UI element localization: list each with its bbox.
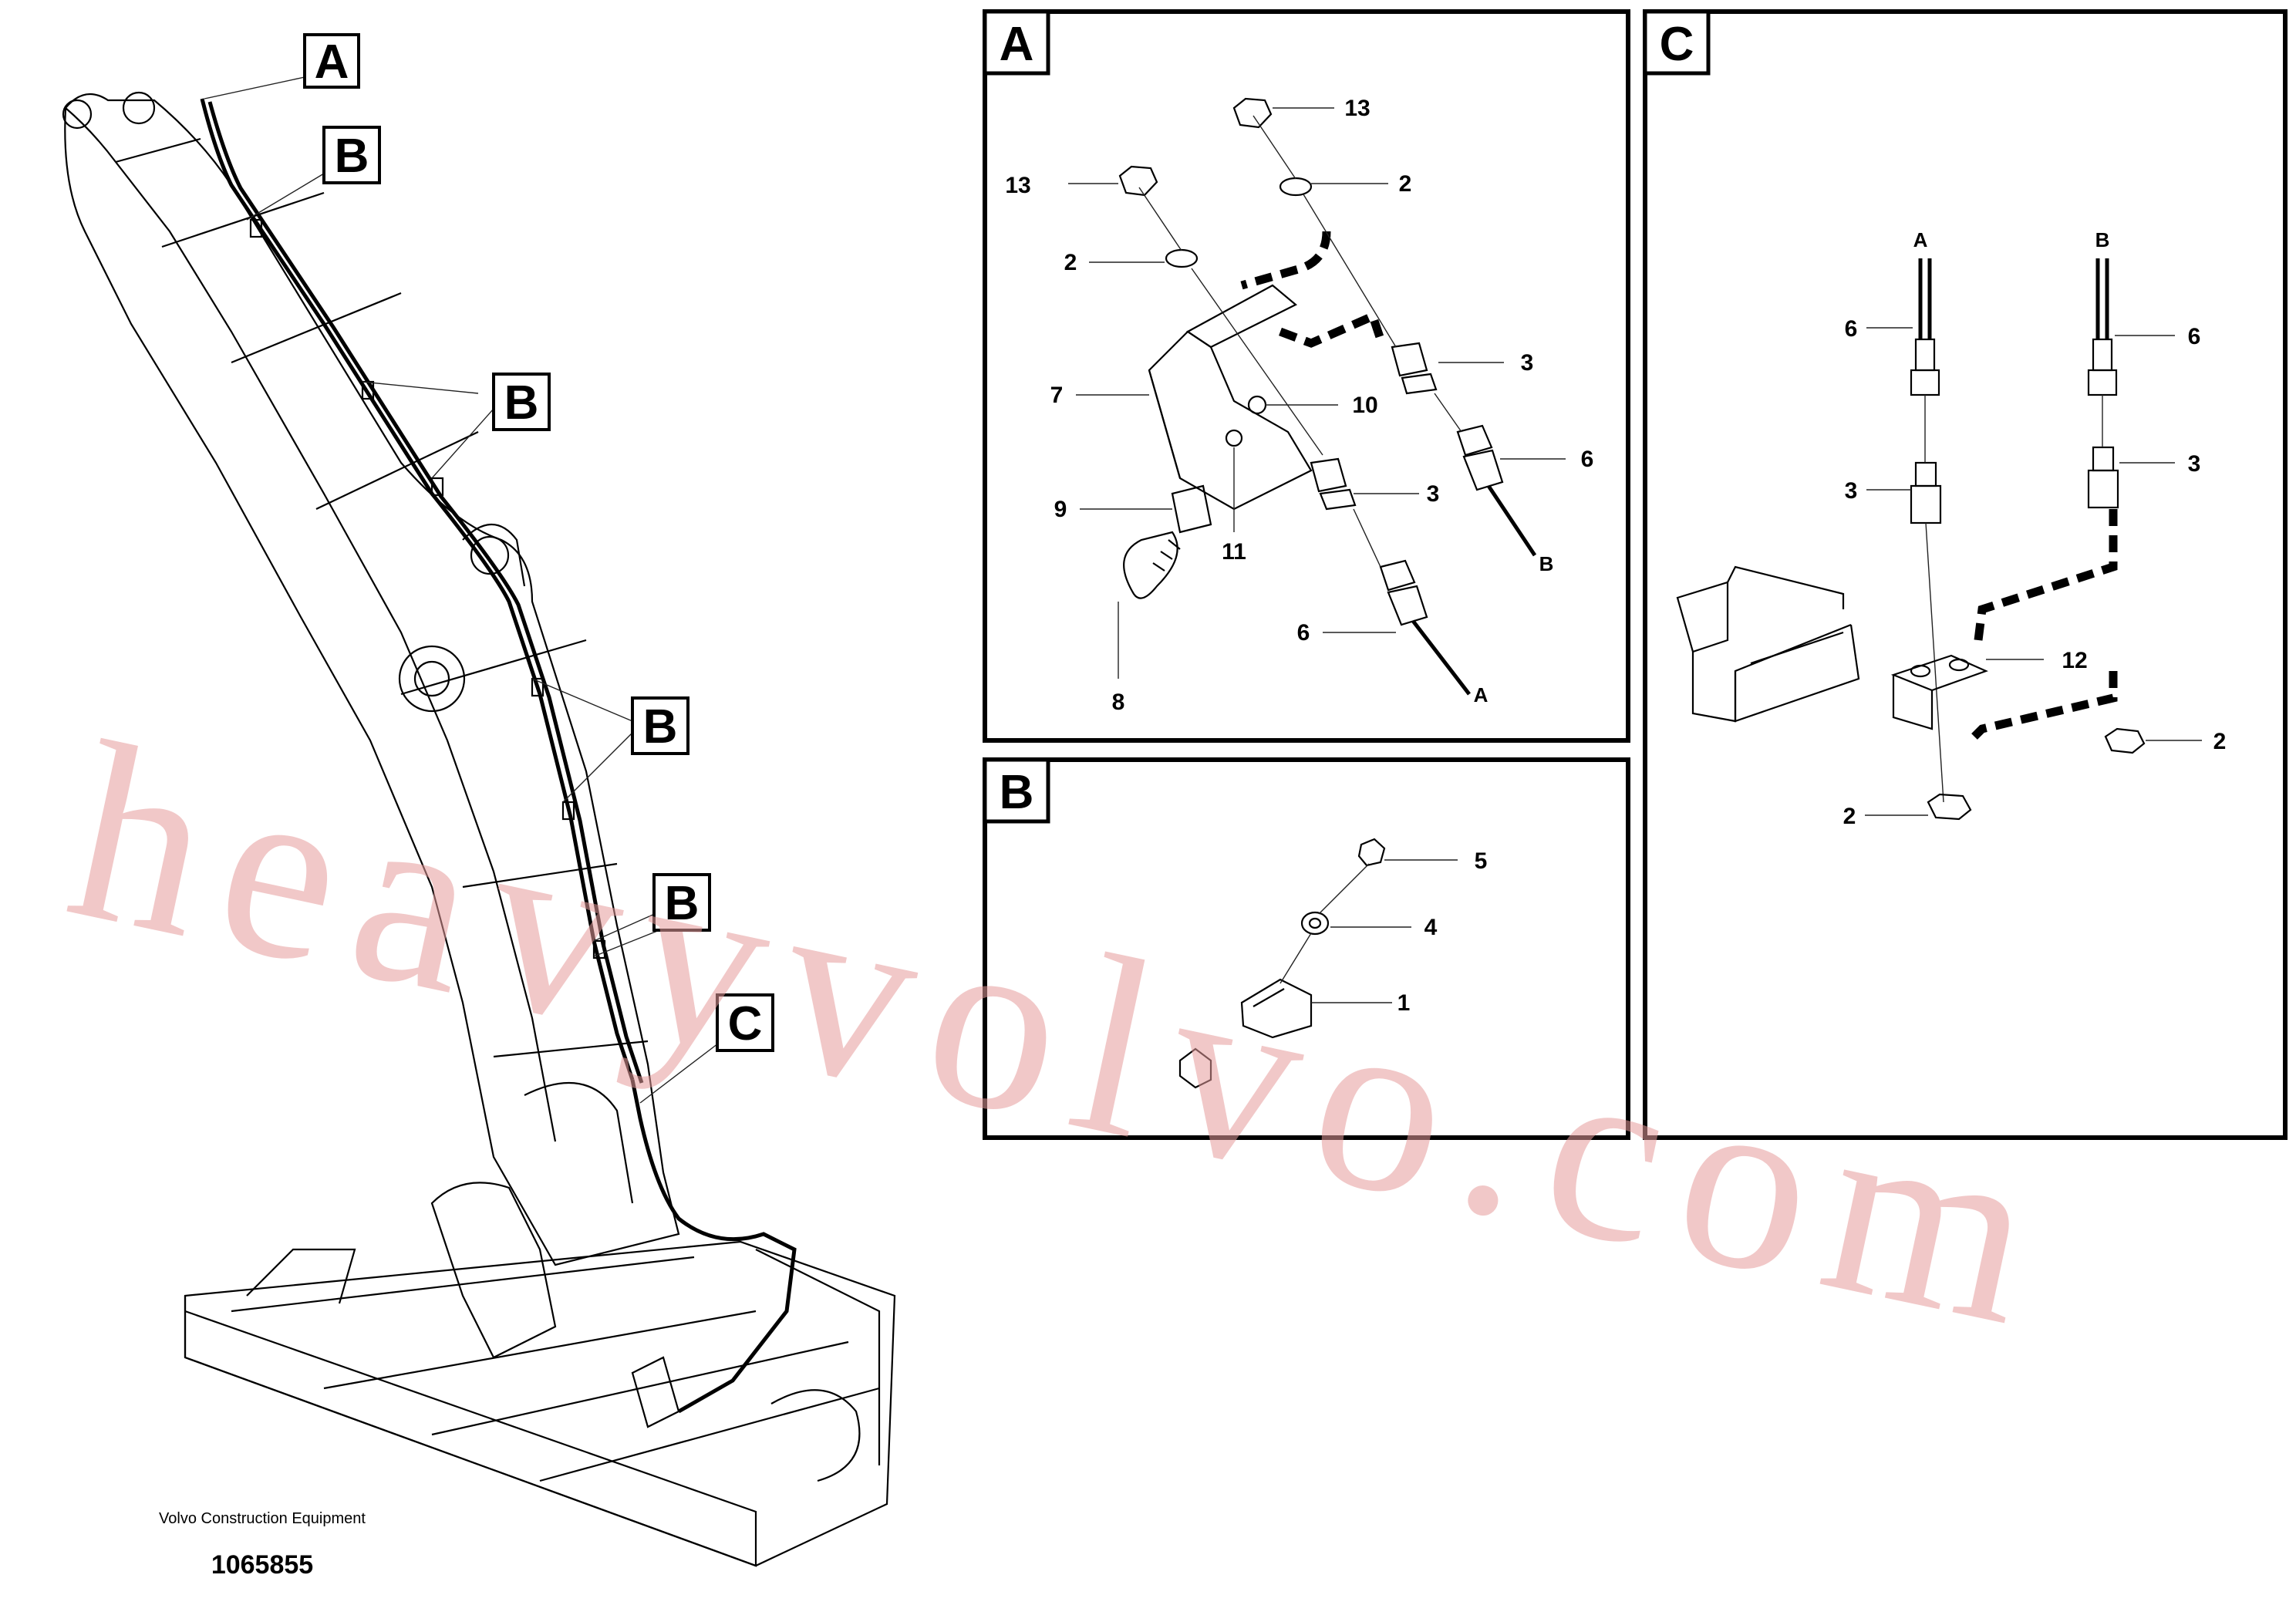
- svg-text:9: 9: [1054, 497, 1067, 522]
- svg-text:B: B: [335, 130, 369, 183]
- svg-text:13: 13: [1005, 173, 1030, 198]
- callout-b: B: [322, 126, 381, 184]
- svg-text:A: A: [1474, 683, 1489, 706]
- detail-panel-c: C: [1643, 9, 2288, 1140]
- boom-illustration: [62, 76, 896, 1567]
- svg-text:1: 1: [1397, 990, 1411, 1016]
- svg-text:B: B: [504, 376, 539, 430]
- svg-text:11: 11: [1222, 539, 1246, 565]
- svg-text:B: B: [665, 877, 700, 930]
- svg-text:3: 3: [1427, 481, 1440, 507]
- svg-text:6: 6: [1297, 620, 1310, 646]
- svg-text:6: 6: [2188, 324, 2201, 349]
- svg-text:C: C: [1660, 18, 1694, 71]
- company-caption: Volvo Construction Equipment: [159, 1510, 366, 1527]
- detail-panel-b: B 5 4 1: [983, 757, 1630, 1140]
- svg-text:12: 12: [2062, 648, 2087, 673]
- callout-b: B: [652, 873, 711, 932]
- svg-text:13: 13: [1344, 96, 1370, 121]
- svg-text:6: 6: [1845, 316, 1858, 342]
- svg-text:10: 10: [1352, 393, 1377, 418]
- svg-text:B: B: [2095, 228, 2110, 251]
- callout-b: B: [631, 696, 689, 755]
- svg-text:2: 2: [2213, 729, 2227, 754]
- svg-text:A: A: [1913, 228, 1928, 251]
- svg-text:6: 6: [1581, 447, 1594, 472]
- svg-text:4: 4: [1424, 915, 1438, 940]
- detail-panel-a: A: [983, 9, 1630, 743]
- svg-text:A: A: [315, 35, 349, 89]
- svg-text:B: B: [1539, 552, 1554, 575]
- svg-text:2: 2: [1064, 250, 1077, 275]
- callout-c: C: [716, 993, 774, 1052]
- svg-text:7: 7: [1050, 383, 1064, 408]
- drawing-number: 1065855: [211, 1550, 314, 1580]
- svg-text:3: 3: [2188, 451, 2201, 477]
- svg-text:B: B: [643, 700, 678, 754]
- svg-text:3: 3: [1521, 350, 1534, 376]
- svg-text:A: A: [1000, 18, 1034, 71]
- svg-text:C: C: [728, 997, 763, 1050]
- svg-text:3: 3: [1845, 478, 1858, 504]
- svg-text:B: B: [1000, 766, 1034, 819]
- svg-text:2: 2: [1843, 804, 1856, 829]
- callout-a: A: [303, 33, 360, 89]
- svg-text:2: 2: [1399, 171, 1412, 197]
- callout-b: B: [492, 373, 551, 431]
- svg-text:5: 5: [1475, 848, 1488, 874]
- svg-text:8: 8: [1112, 690, 1125, 715]
